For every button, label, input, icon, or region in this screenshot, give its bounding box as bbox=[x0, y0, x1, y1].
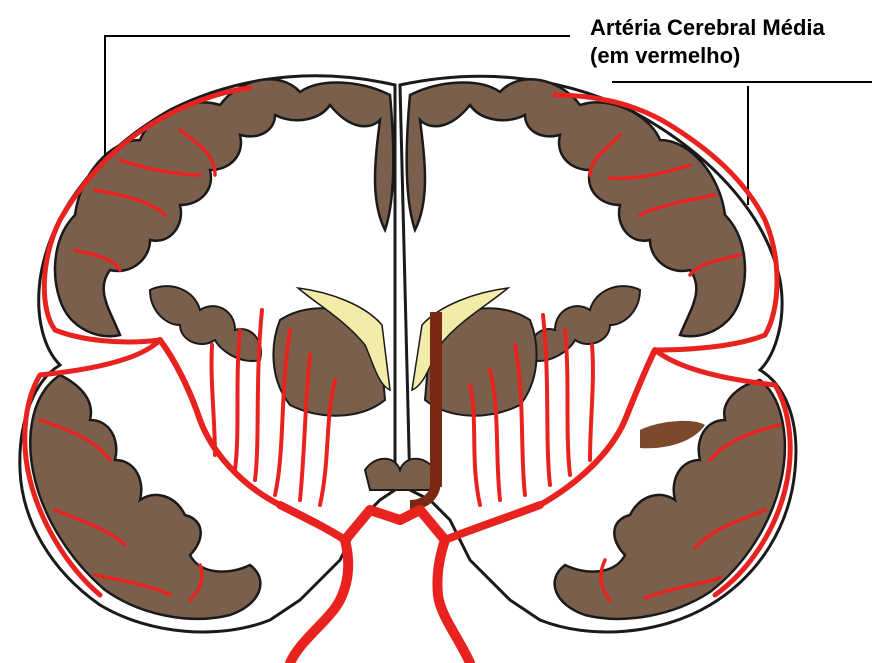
artery-caption: Artéria Cerebral Média (em vermelho) bbox=[590, 14, 825, 70]
caption-line-1: Artéria Cerebral Média bbox=[590, 14, 825, 42]
caption-line-2: (em vermelho) bbox=[590, 42, 825, 70]
third-ventricle bbox=[365, 459, 435, 490]
dark-vessel bbox=[430, 312, 442, 487]
